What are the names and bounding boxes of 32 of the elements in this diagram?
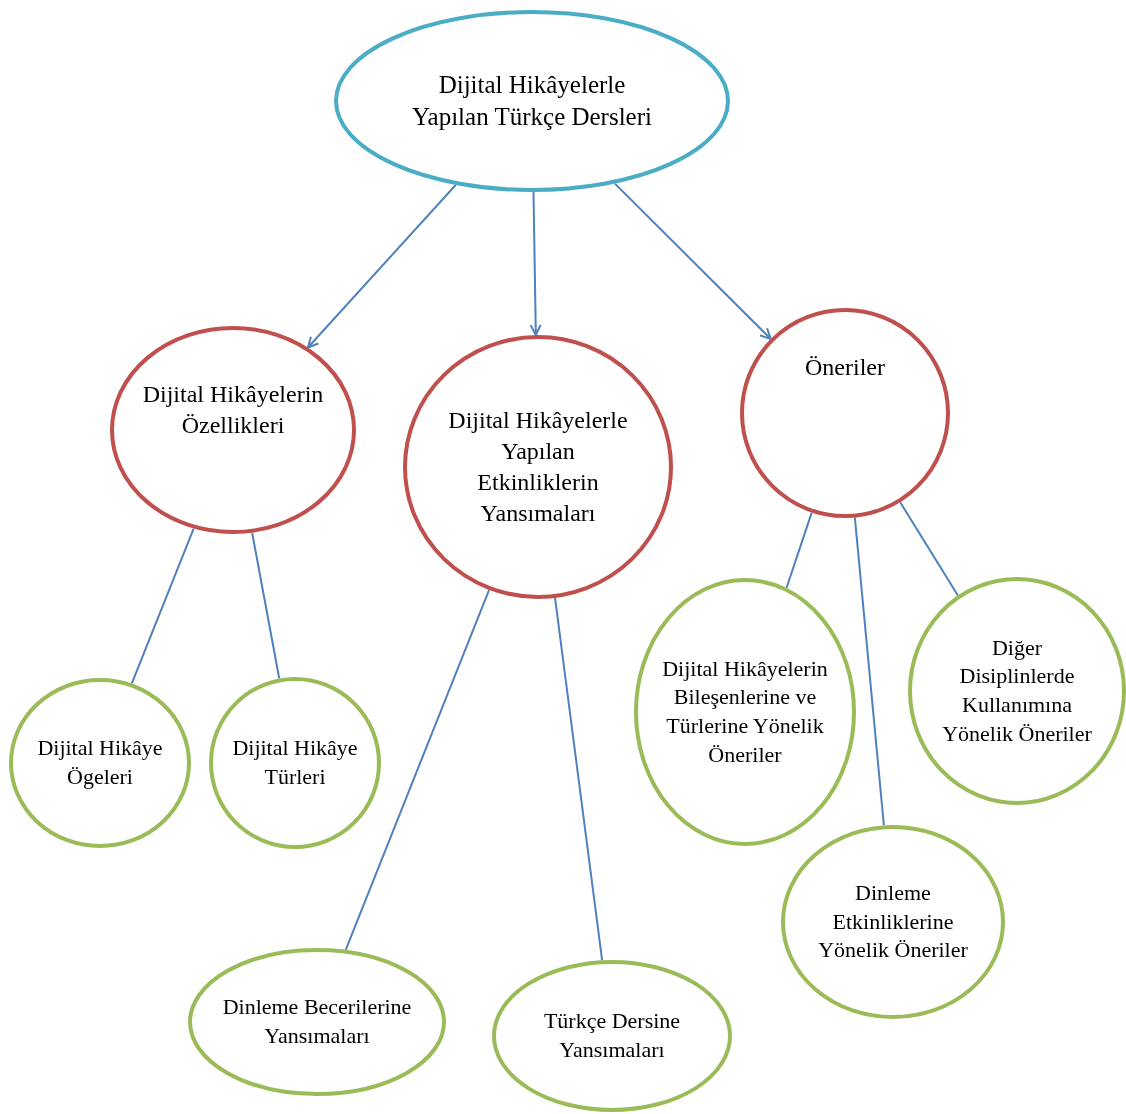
arrow — [613, 182, 772, 340]
connector-line — [554, 596, 604, 962]
ellipse-node — [492, 960, 732, 1112]
ellipse-node — [908, 577, 1126, 805]
node-label: Dijital Hikâyelerle Yapılan Türkçe Dersleri — [411, 69, 653, 132]
ellipse-node — [634, 578, 856, 846]
connector-line — [853, 516, 885, 827]
connector-line — [251, 531, 281, 680]
connector-line — [785, 511, 813, 589]
node-label: Dijital Hikâye Türleri — [231, 734, 359, 791]
node-label: Dinleme Becerilerine Yansımaları — [221, 993, 413, 1050]
node-label: Dijital Hikâye Ögeleri — [36, 734, 164, 791]
ellipse-node — [188, 948, 446, 1096]
node-label: Öneriler — [804, 353, 886, 383]
ellipse-node — [403, 335, 673, 599]
node-label: Dijital Hikâyelerin Özellikleri — [141, 379, 325, 440]
ellipse-node — [110, 326, 356, 534]
node-label: Dijital Hikâyelerin Bileşenlerine ve Türlerine Yönelik Öneriler — [661, 654, 829, 769]
ellipse-node — [9, 678, 191, 848]
arrow — [306, 183, 457, 349]
node-label: Dijital Hikâyelerle Yapılan Etkinliklerin Yansımaları — [447, 405, 629, 529]
connector-line — [344, 589, 490, 951]
ellipse-node — [209, 677, 381, 849]
ellipse-node — [781, 825, 1005, 1019]
ellipse-node — [740, 308, 950, 518]
arrow — [529, 191, 542, 336]
connector-line — [899, 501, 959, 597]
connector-line — [130, 527, 195, 685]
node-label: Diğer Disiplinlerde Kullanımına Yönelik Öneriler — [941, 633, 1093, 748]
ellipse-node — [334, 10, 730, 192]
node-label: Dinleme Etkinliklerine Yönelik Öneriler — [817, 879, 969, 965]
node-label: Türkçe Dersine Yansımaları — [542, 1007, 682, 1064]
